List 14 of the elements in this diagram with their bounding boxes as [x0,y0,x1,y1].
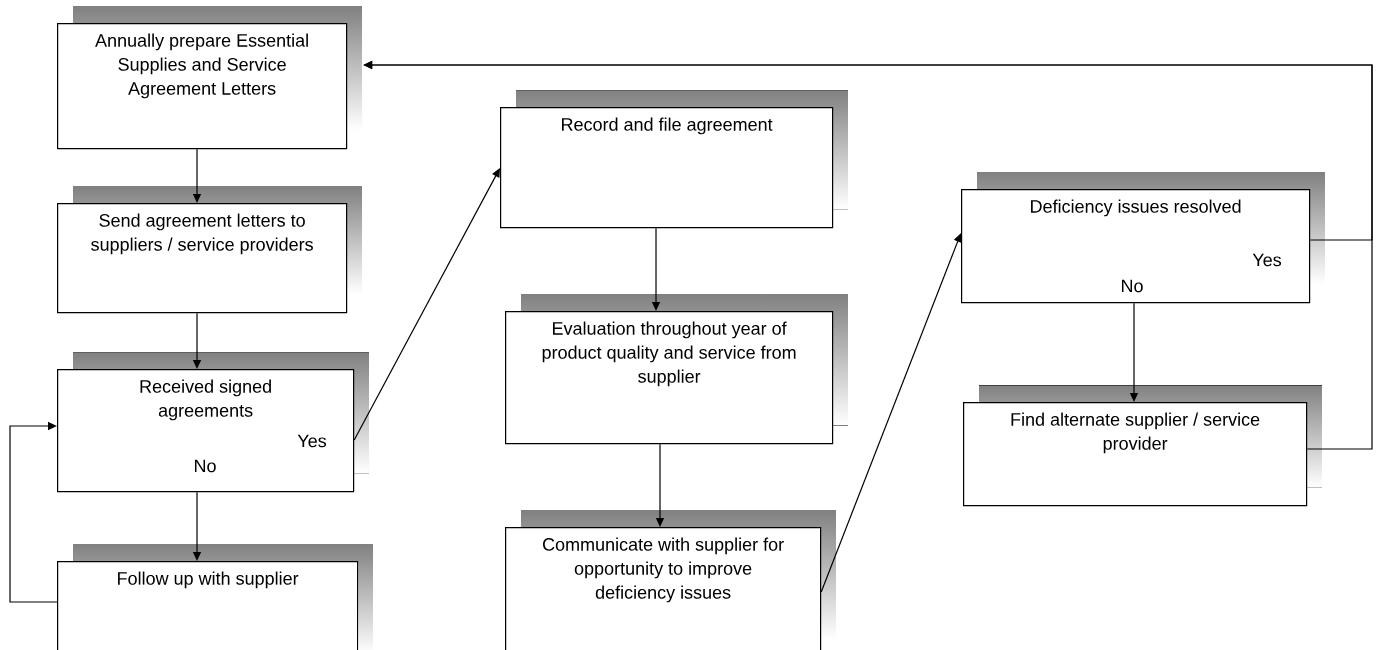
process-box: Send agreement letters to suppliers / service providers [57,186,362,314]
process-box: Follow up with supplier [57,544,373,650]
edge-label: No [1121,279,1143,293]
edge-label: No [195,459,216,473]
arrow [9,421,58,603]
arrow [820,233,962,593]
process-box: Record and file agreement [500,90,848,229]
edge-label: Yes [1252,253,1282,267]
process-box: Evaluation throughout year of product quality and service from supplier [505,294,848,445]
arrow [353,168,500,441]
process-box: Find alternate supplier / service provider [963,385,1322,507]
process-box: Annually prepare Essential Supplies and Service Agreement Letters [57,6,362,150]
edge-label: Yes [297,434,327,448]
process-box: Communicate with supplier for opportunity to improve deficiency issues [505,510,836,650]
